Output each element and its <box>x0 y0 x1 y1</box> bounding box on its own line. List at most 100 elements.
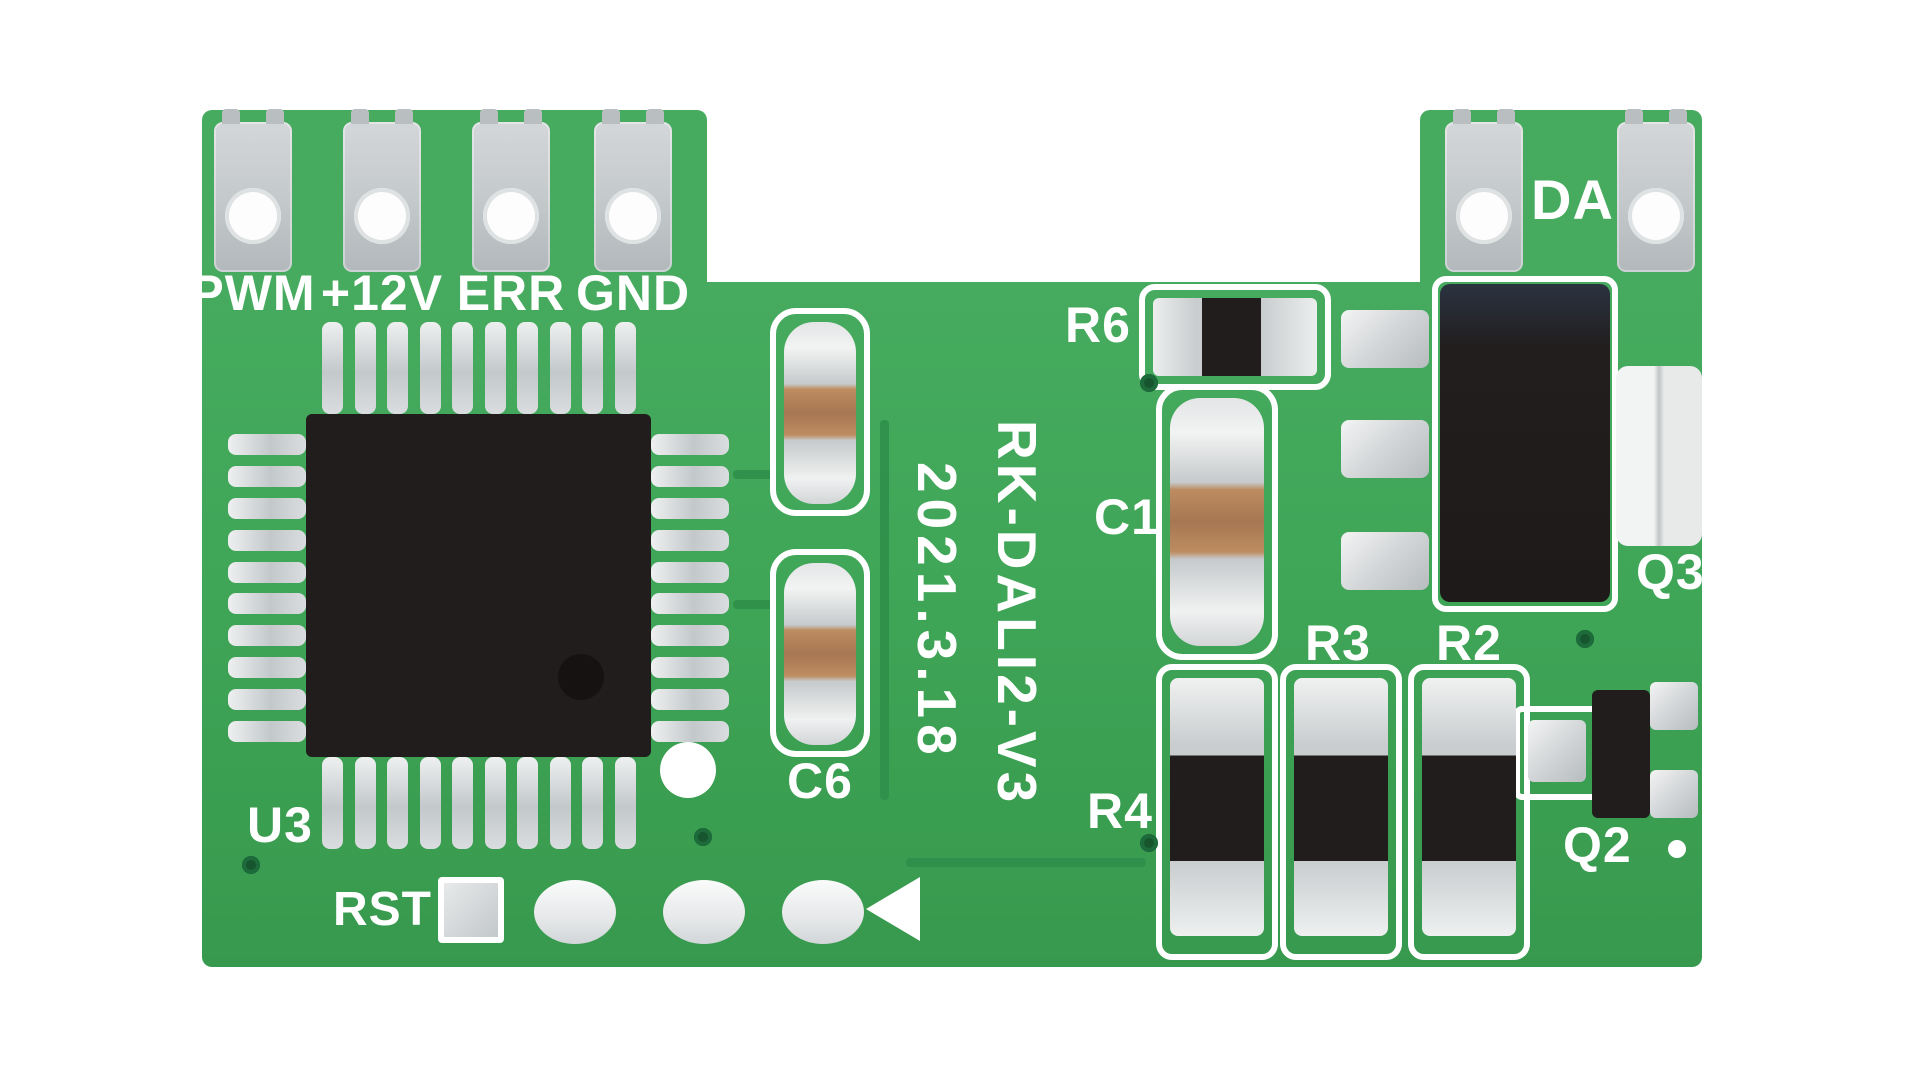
chip-pin <box>228 497 306 519</box>
fiducial-white-dot <box>660 742 716 798</box>
chip-pin <box>322 322 343 414</box>
label-gnd: GND <box>575 265 691 321</box>
c1-outline <box>1156 384 1278 660</box>
rst-pad-square <box>438 877 504 943</box>
pad-castellation <box>395 109 413 124</box>
c6-outline-1 <box>770 308 870 516</box>
chip-pin <box>228 593 306 615</box>
pad-hole <box>483 188 539 244</box>
copper-trace <box>733 470 775 479</box>
copper-trace <box>880 420 889 800</box>
pad-gnd <box>594 109 672 272</box>
chip-pin <box>354 322 376 414</box>
label-r3: R3 <box>1305 615 1371 671</box>
q3-pin <box>1341 310 1429 368</box>
pad-castellation <box>602 109 620 124</box>
resistor-r6 <box>1153 298 1317 376</box>
label-q2: Q2 <box>1563 817 1632 873</box>
chip-pin <box>651 434 729 455</box>
via <box>1140 374 1158 392</box>
chip-pin <box>387 322 409 414</box>
pad-castellation <box>524 109 542 124</box>
chip-pin <box>549 322 571 414</box>
chip-pin <box>549 757 571 849</box>
capacitor-c6-1 <box>784 322 856 504</box>
chip-pin <box>228 465 306 487</box>
chip-pin <box>419 322 441 414</box>
chip-u3-body <box>306 414 651 757</box>
chip-pin <box>387 757 409 849</box>
chip-pin <box>651 529 729 551</box>
chip-pin <box>614 322 636 414</box>
pad-hole <box>1628 188 1684 244</box>
chip-pin <box>484 757 506 849</box>
chip-pin <box>517 757 539 849</box>
pad-hole <box>354 188 410 244</box>
chip-pin <box>517 322 539 414</box>
u3-pins-left <box>228 434 306 742</box>
r3-outline <box>1280 664 1402 960</box>
q2-pad-left <box>1528 720 1586 782</box>
u3-pins-bottom <box>322 757 636 849</box>
label-r2: R2 <box>1436 615 1502 671</box>
pad-hole <box>225 188 281 244</box>
chip-pin <box>651 561 729 583</box>
chip-pin <box>228 720 306 742</box>
via <box>1576 630 1594 648</box>
pad-hole <box>1456 188 1512 244</box>
resistor-r2 <box>1422 678 1516 936</box>
q3-outline <box>1432 276 1618 612</box>
silkscreen-model: RK-DALI2-V3 <box>986 420 1048 807</box>
pad-castellation <box>1625 109 1643 124</box>
chip-pin <box>651 657 729 679</box>
chip-pin <box>651 465 729 487</box>
q2-pad-right <box>1650 682 1698 730</box>
label-u3: U3 <box>247 797 313 853</box>
pad-castellation <box>351 109 369 124</box>
test-pad-oval <box>663 880 745 944</box>
chip-pin <box>228 529 306 551</box>
transistor-q3-body <box>1440 284 1610 602</box>
pad-12v <box>343 109 421 272</box>
pad-castellation <box>222 109 240 124</box>
silkscreen-date: 2021.3.18 <box>906 462 968 761</box>
chip-pin1-dot <box>558 654 604 700</box>
pad-err <box>472 109 550 272</box>
pad-da-2 <box>1617 109 1695 272</box>
test-pad-oval <box>782 880 864 944</box>
test-pad-oval <box>534 880 616 944</box>
label-c6: C6 <box>787 753 853 809</box>
chip-pin <box>651 593 729 615</box>
chip-pin <box>419 757 441 849</box>
q3-pin <box>1341 532 1429 590</box>
q2-pad-right <box>1650 770 1698 818</box>
chip-pin <box>582 757 604 849</box>
pad-castellation <box>1453 109 1471 124</box>
label-da: DA <box>1531 168 1614 231</box>
chip-pin <box>452 322 474 414</box>
chip-pin <box>322 757 343 849</box>
label-r4: R4 <box>1087 783 1153 839</box>
capacitor-c6-2 <box>784 563 856 745</box>
q3-pin <box>1341 420 1429 478</box>
q3-tab-pad <box>1616 366 1702 546</box>
silkscreen-dot <box>1668 840 1686 858</box>
pad-da-1 <box>1445 109 1523 272</box>
copper-trace <box>906 858 1146 867</box>
u3-pins-top <box>322 322 636 414</box>
resistor-r4 <box>1170 678 1264 936</box>
transistor-q2-body <box>1592 690 1650 818</box>
pad-castellation <box>1497 109 1515 124</box>
pad-castellation <box>646 109 664 124</box>
r2-outline <box>1408 664 1530 960</box>
chip-pin <box>354 757 376 849</box>
chip-pin <box>452 757 474 849</box>
label-c1: C1 <box>1094 489 1160 545</box>
c6-outline-2 <box>770 549 870 757</box>
chip-pin <box>228 625 306 647</box>
label-err: ERR <box>456 265 566 321</box>
chip-pin <box>614 757 636 849</box>
label-12v: +12V <box>320 265 444 321</box>
capacitor-c1 <box>1170 398 1264 646</box>
